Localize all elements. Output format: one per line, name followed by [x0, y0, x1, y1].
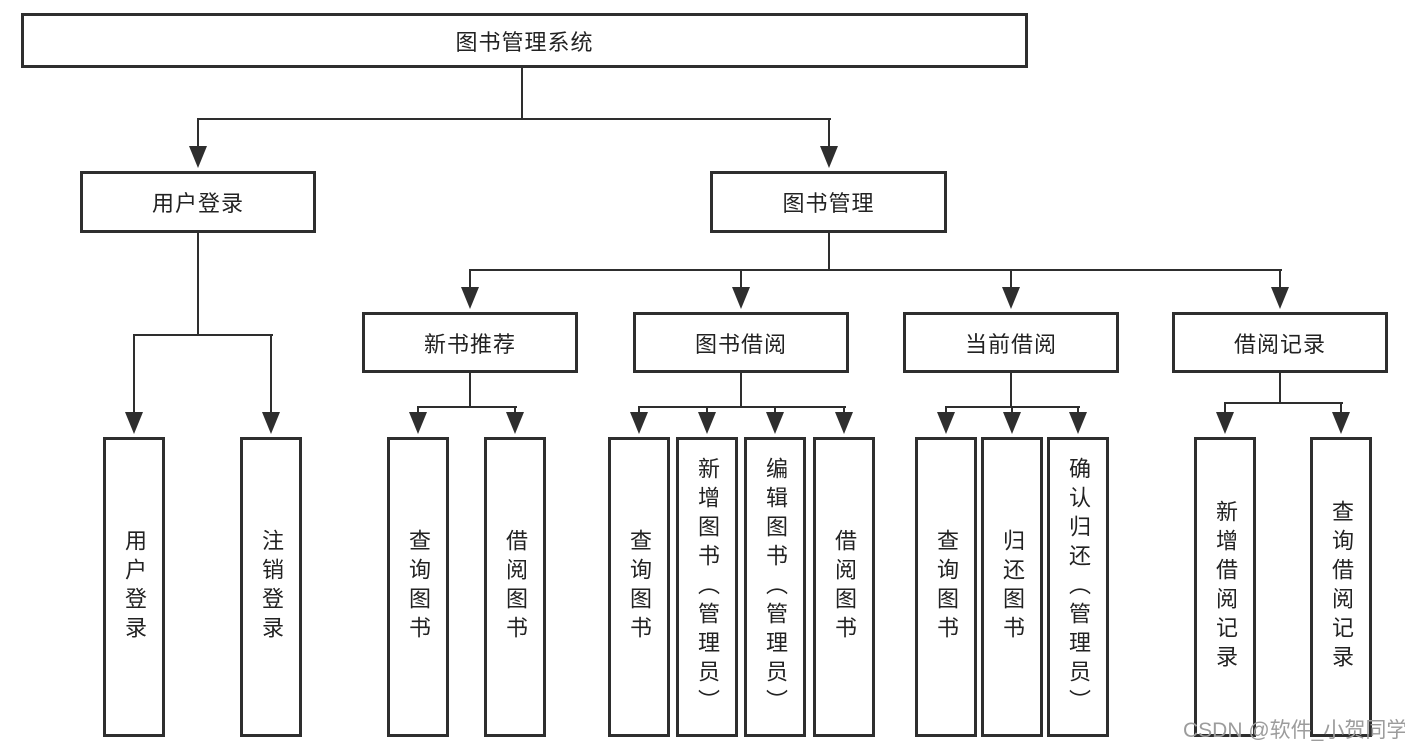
new-book-recommend-label: 新书推荐 [423, 331, 516, 357]
connector-line [197, 118, 199, 150]
arrowhead-icon [835, 412, 853, 434]
leaf-query-books-recommend-label: 查询图书 [406, 529, 431, 645]
connector-line [706, 406, 708, 416]
leaf-confirm-return-admin: 确认归还（管理员） [1047, 437, 1109, 737]
connector-line [843, 406, 845, 416]
node-user-login: 用户登录 [80, 171, 316, 233]
arrowhead-icon [732, 287, 750, 309]
leaf-logout-login: 注销登录 [240, 437, 302, 737]
csdn-watermark: CSDN @软件_小贺同学 [1183, 719, 1405, 742]
node-new-book-recommend: 新书推荐 [362, 312, 578, 373]
arrowhead-icon [1003, 412, 1021, 434]
leaf-query-books-recommend: 查询图书 [387, 437, 449, 737]
leaf-logout-login-label: 注销登录 [259, 529, 284, 645]
connector-line [1279, 269, 1281, 291]
node-borrowing-records: 借阅记录 [1172, 312, 1388, 373]
arrowhead-icon [125, 412, 143, 434]
leaf-borrow-books-borrowing: 借阅图书 [813, 437, 875, 737]
connector-line [740, 373, 742, 408]
leaf-add-books-admin-label: 新增图书（管理员） [695, 456, 720, 718]
connector-line [469, 269, 471, 291]
node-book-management: 图书管理 [710, 171, 947, 233]
book-borrowing-label: 图书借阅 [694, 331, 787, 357]
arrowhead-icon [937, 412, 955, 434]
connector-line [469, 269, 1282, 271]
leaf-borrow-books-recommend-label: 借阅图书 [503, 529, 528, 645]
connector-line [469, 373, 471, 408]
connector-line [828, 233, 830, 271]
leaf-edit-books-admin: 编辑图书（管理员） [744, 437, 806, 737]
user-login-label: 用户登录 [151, 191, 244, 216]
connector-line [521, 68, 523, 120]
leaf-query-books-current-label: 查询图书 [934, 529, 959, 645]
connector-line [1224, 402, 1343, 404]
arrowhead-icon [1271, 287, 1289, 309]
connector-line [638, 406, 640, 416]
current-borrowing-label: 当前借阅 [964, 331, 1057, 357]
connector-line [1224, 402, 1226, 416]
connector-line [133, 334, 135, 416]
connector-line [1010, 269, 1012, 291]
leaf-query-books-borrowing: 查询图书 [608, 437, 670, 737]
leaf-query-books-current: 查询图书 [915, 437, 977, 737]
leaf-add-borrow-record-label: 新增借阅记录 [1213, 500, 1238, 674]
arrowhead-icon [1069, 412, 1087, 434]
connector-line [1011, 406, 1013, 416]
connector-line [1077, 406, 1079, 416]
leaf-query-borrow-record-label: 查询借阅记录 [1329, 500, 1354, 674]
node-current-borrowing: 当前借阅 [903, 312, 1119, 373]
leaf-user-login: 用户登录 [103, 437, 165, 737]
arrowhead-icon [1002, 287, 1020, 309]
arrowhead-icon [262, 412, 280, 434]
leaf-add-borrow-record: 新增借阅记录 [1194, 437, 1256, 737]
arrowhead-icon [189, 146, 207, 168]
connector-line [828, 118, 830, 150]
connector-line [1340, 402, 1342, 416]
connector-line [197, 118, 831, 120]
arrowhead-icon [1216, 412, 1234, 434]
connector-line [270, 334, 272, 416]
connector-line [514, 406, 516, 416]
arrowhead-icon [461, 287, 479, 309]
leaf-edit-books-admin-label: 编辑图书（管理员） [763, 456, 788, 718]
connector-line [417, 406, 517, 408]
arrowhead-icon [698, 412, 716, 434]
connector-line [740, 269, 742, 291]
connector-line [197, 233, 199, 336]
arrowhead-icon [409, 412, 427, 434]
leaf-query-borrow-record: 查询借阅记录 [1310, 437, 1372, 737]
node-root: 图书管理系统 [21, 13, 1028, 68]
leaf-confirm-return-admin-label: 确认归还（管理员） [1066, 456, 1091, 718]
connector-line [1279, 373, 1281, 404]
connector-line [133, 334, 273, 336]
leaf-return-books: 归还图书 [981, 437, 1043, 737]
leaf-borrow-books-borrowing-label: 借阅图书 [832, 529, 857, 645]
connector-line [774, 406, 776, 416]
connector-line [638, 406, 846, 408]
leaf-borrow-books-recommend: 借阅图书 [484, 437, 546, 737]
arrowhead-icon [820, 146, 838, 168]
leaf-user-login-label: 用户登录 [122, 529, 147, 645]
connector-line [1010, 373, 1012, 408]
arrowhead-icon [506, 412, 524, 434]
borrowing-records-label: 借阅记录 [1233, 331, 1326, 357]
arrowhead-icon [766, 412, 784, 434]
root-label: 图书管理系统 [455, 29, 594, 55]
arrowhead-icon [1332, 412, 1350, 434]
leaf-query-books-borrowing-label: 查询图书 [627, 529, 652, 645]
connector-line [417, 406, 419, 416]
node-book-borrowing: 图书借阅 [633, 312, 849, 373]
book-management-label: 图书管理 [782, 191, 875, 216]
leaf-add-books-admin: 新增图书（管理员） [676, 437, 738, 737]
connector-line [945, 406, 947, 416]
arrowhead-icon [630, 412, 648, 434]
leaf-return-books-label: 归还图书 [1000, 529, 1025, 645]
